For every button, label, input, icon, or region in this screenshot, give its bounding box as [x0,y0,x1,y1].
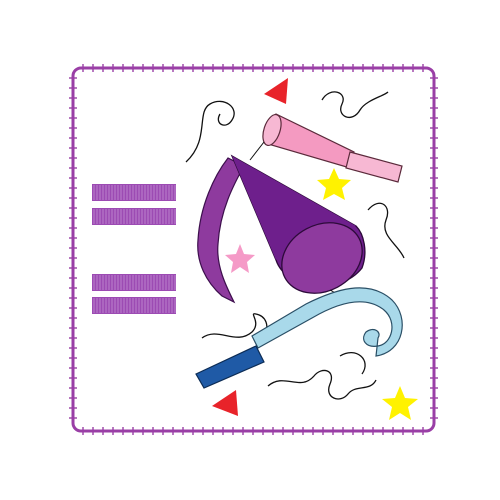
squiggle-right-mid [367,202,405,259]
hat-brim [281,222,363,294]
stitched-border [69,64,438,435]
blower-curl [251,287,403,357]
party-hat [230,154,366,301]
bar-top-lower [92,208,176,225]
star-yellow-top [317,168,351,200]
squiggle-bottom-center [267,369,377,400]
party-blower [195,287,403,389]
double-bar-bottom [92,274,176,314]
blower-mouthpiece [195,345,265,389]
party-horn [249,113,403,183]
horn-bell-rim [262,113,282,147]
horn-mouthpiece [345,151,403,183]
confetti-triangle-bottom [212,390,238,416]
hat-cone-shade [232,156,356,260]
bar-bottom-upper [92,274,176,291]
squiggle-streamers [185,91,405,400]
squiggle-top-right [321,91,389,119]
squiggle-top-left [185,100,235,163]
star-yellow-bottom [382,386,418,420]
confetti-triangle-top [264,78,288,104]
bar-bottom-lower [92,297,176,314]
squiggle-center-left [201,313,268,339]
double-bar-top [92,184,176,225]
star-pink [225,244,255,273]
bar-top-upper [92,184,176,201]
horn-string [249,141,265,161]
ribbon [197,157,245,304]
squiggle-bottom-right [339,351,366,375]
border-stitches [69,64,438,435]
border-outline [71,66,436,433]
bar-stitch-texture [93,185,176,313]
